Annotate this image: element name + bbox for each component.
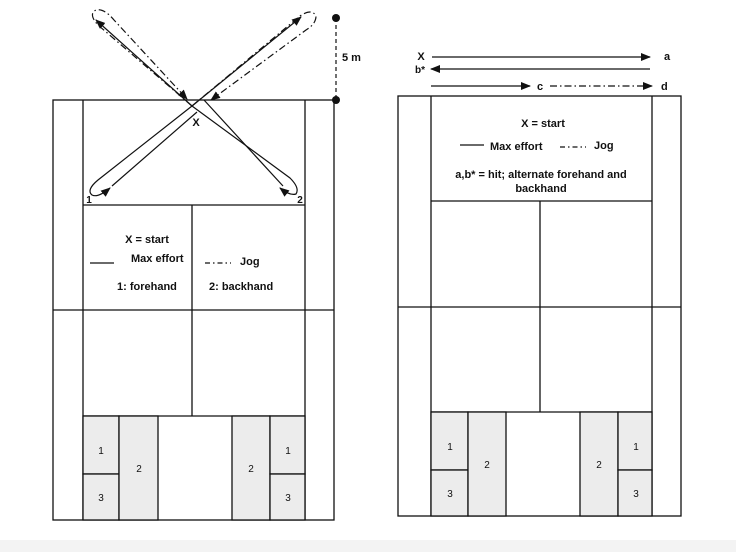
left-legend-start: X = start bbox=[125, 234, 169, 246]
left-legend: X = start Max effort Jog 1: forehand 2: … bbox=[90, 234, 273, 293]
left-jog-path-top-right bbox=[191, 11, 317, 107]
bottom-strip bbox=[0, 540, 736, 552]
left-max-effort-path-corner-1 bbox=[89, 105, 193, 197]
left-zone-box-3-left bbox=[82, 473, 120, 521]
right-zone-label: 1 bbox=[633, 442, 639, 453]
right-zone-box-1-left bbox=[430, 411, 469, 471]
right-point-c-label: c bbox=[537, 81, 543, 93]
right-start-marker: X bbox=[417, 51, 425, 63]
right-legend: X = start Max effort Jog a,b* = hit; alt… bbox=[455, 118, 626, 195]
left-start-marker: X bbox=[192, 117, 200, 129]
left-zone-box-2-right bbox=[231, 415, 271, 521]
diagram-canvas: 1 3 2 2 1 3 X 1 2 5 m X = start Max effo… bbox=[52, 9, 682, 521]
distance-marker bbox=[332, 14, 340, 104]
left-return-path-corner-1 bbox=[111, 111, 198, 187]
left-zone-label: 3 bbox=[98, 493, 104, 504]
right-legend-note-line2: backhand bbox=[515, 183, 566, 195]
left-zone-box-3-right bbox=[269, 473, 306, 521]
left-zone-label: 1 bbox=[285, 446, 291, 457]
left-zone-box-2-left bbox=[118, 415, 159, 521]
left-zone-label: 3 bbox=[285, 493, 291, 504]
right-zone-box-3-left bbox=[430, 469, 469, 517]
right-point-b-label: b* bbox=[415, 65, 425, 76]
left-corner-2-label: 2 bbox=[297, 195, 303, 206]
distance-label: 5 m bbox=[342, 52, 361, 64]
left-legend-forehand: 1: forehand bbox=[117, 281, 177, 293]
right-zone-box-3-right bbox=[617, 469, 653, 517]
right-zone-box-2-right bbox=[579, 411, 619, 517]
right-zone-label: 3 bbox=[447, 489, 453, 500]
distance-endpoint-top bbox=[332, 14, 340, 22]
distance-endpoint-bottom bbox=[332, 96, 340, 104]
right-target-zones bbox=[430, 411, 653, 517]
left-return-path-corner-2 bbox=[203, 99, 284, 187]
left-movement-paths bbox=[89, 9, 317, 197]
right-zone-label: 2 bbox=[596, 460, 602, 471]
right-zone-label: 1 bbox=[447, 442, 453, 453]
right-legend-note: a,b* = hit; alternate forehand and bbox=[455, 169, 626, 181]
left-zone-label: 1 bbox=[98, 446, 104, 457]
left-max-effort-path-corner-2 bbox=[191, 105, 298, 197]
right-zone-box-1-right bbox=[617, 411, 653, 471]
left-corner-1-label: 1 bbox=[86, 195, 92, 206]
right-legend-start: X = start bbox=[521, 118, 565, 130]
left-zone-box-1-left bbox=[82, 415, 120, 475]
left-legend-max-effort: Max effort bbox=[131, 253, 184, 265]
left-legend-jog: Jog bbox=[240, 256, 260, 268]
right-legend-max-effort: Max effort bbox=[490, 141, 543, 153]
left-target-zones bbox=[82, 415, 306, 521]
left-max-effort-path-top-left bbox=[95, 19, 193, 107]
right-court-outline bbox=[397, 95, 682, 517]
right-zone-label: 2 bbox=[484, 460, 490, 471]
left-zone-box-1-right bbox=[269, 415, 306, 475]
left-zone-label: 2 bbox=[248, 464, 254, 475]
right-zone-label: 3 bbox=[633, 489, 639, 500]
right-legend-jog: Jog bbox=[594, 140, 614, 152]
right-movement-paths bbox=[430, 53, 653, 90]
left-zone-label: 2 bbox=[136, 464, 142, 475]
left-legend-backhand: 2: backhand bbox=[209, 281, 273, 293]
left-jog-path-top-left bbox=[91, 9, 193, 107]
right-point-a-label: a bbox=[664, 51, 671, 63]
left-max-effort-path-top-right bbox=[191, 16, 302, 107]
right-zone-box-2-left bbox=[467, 411, 507, 517]
right-point-d-label: d bbox=[661, 81, 668, 93]
